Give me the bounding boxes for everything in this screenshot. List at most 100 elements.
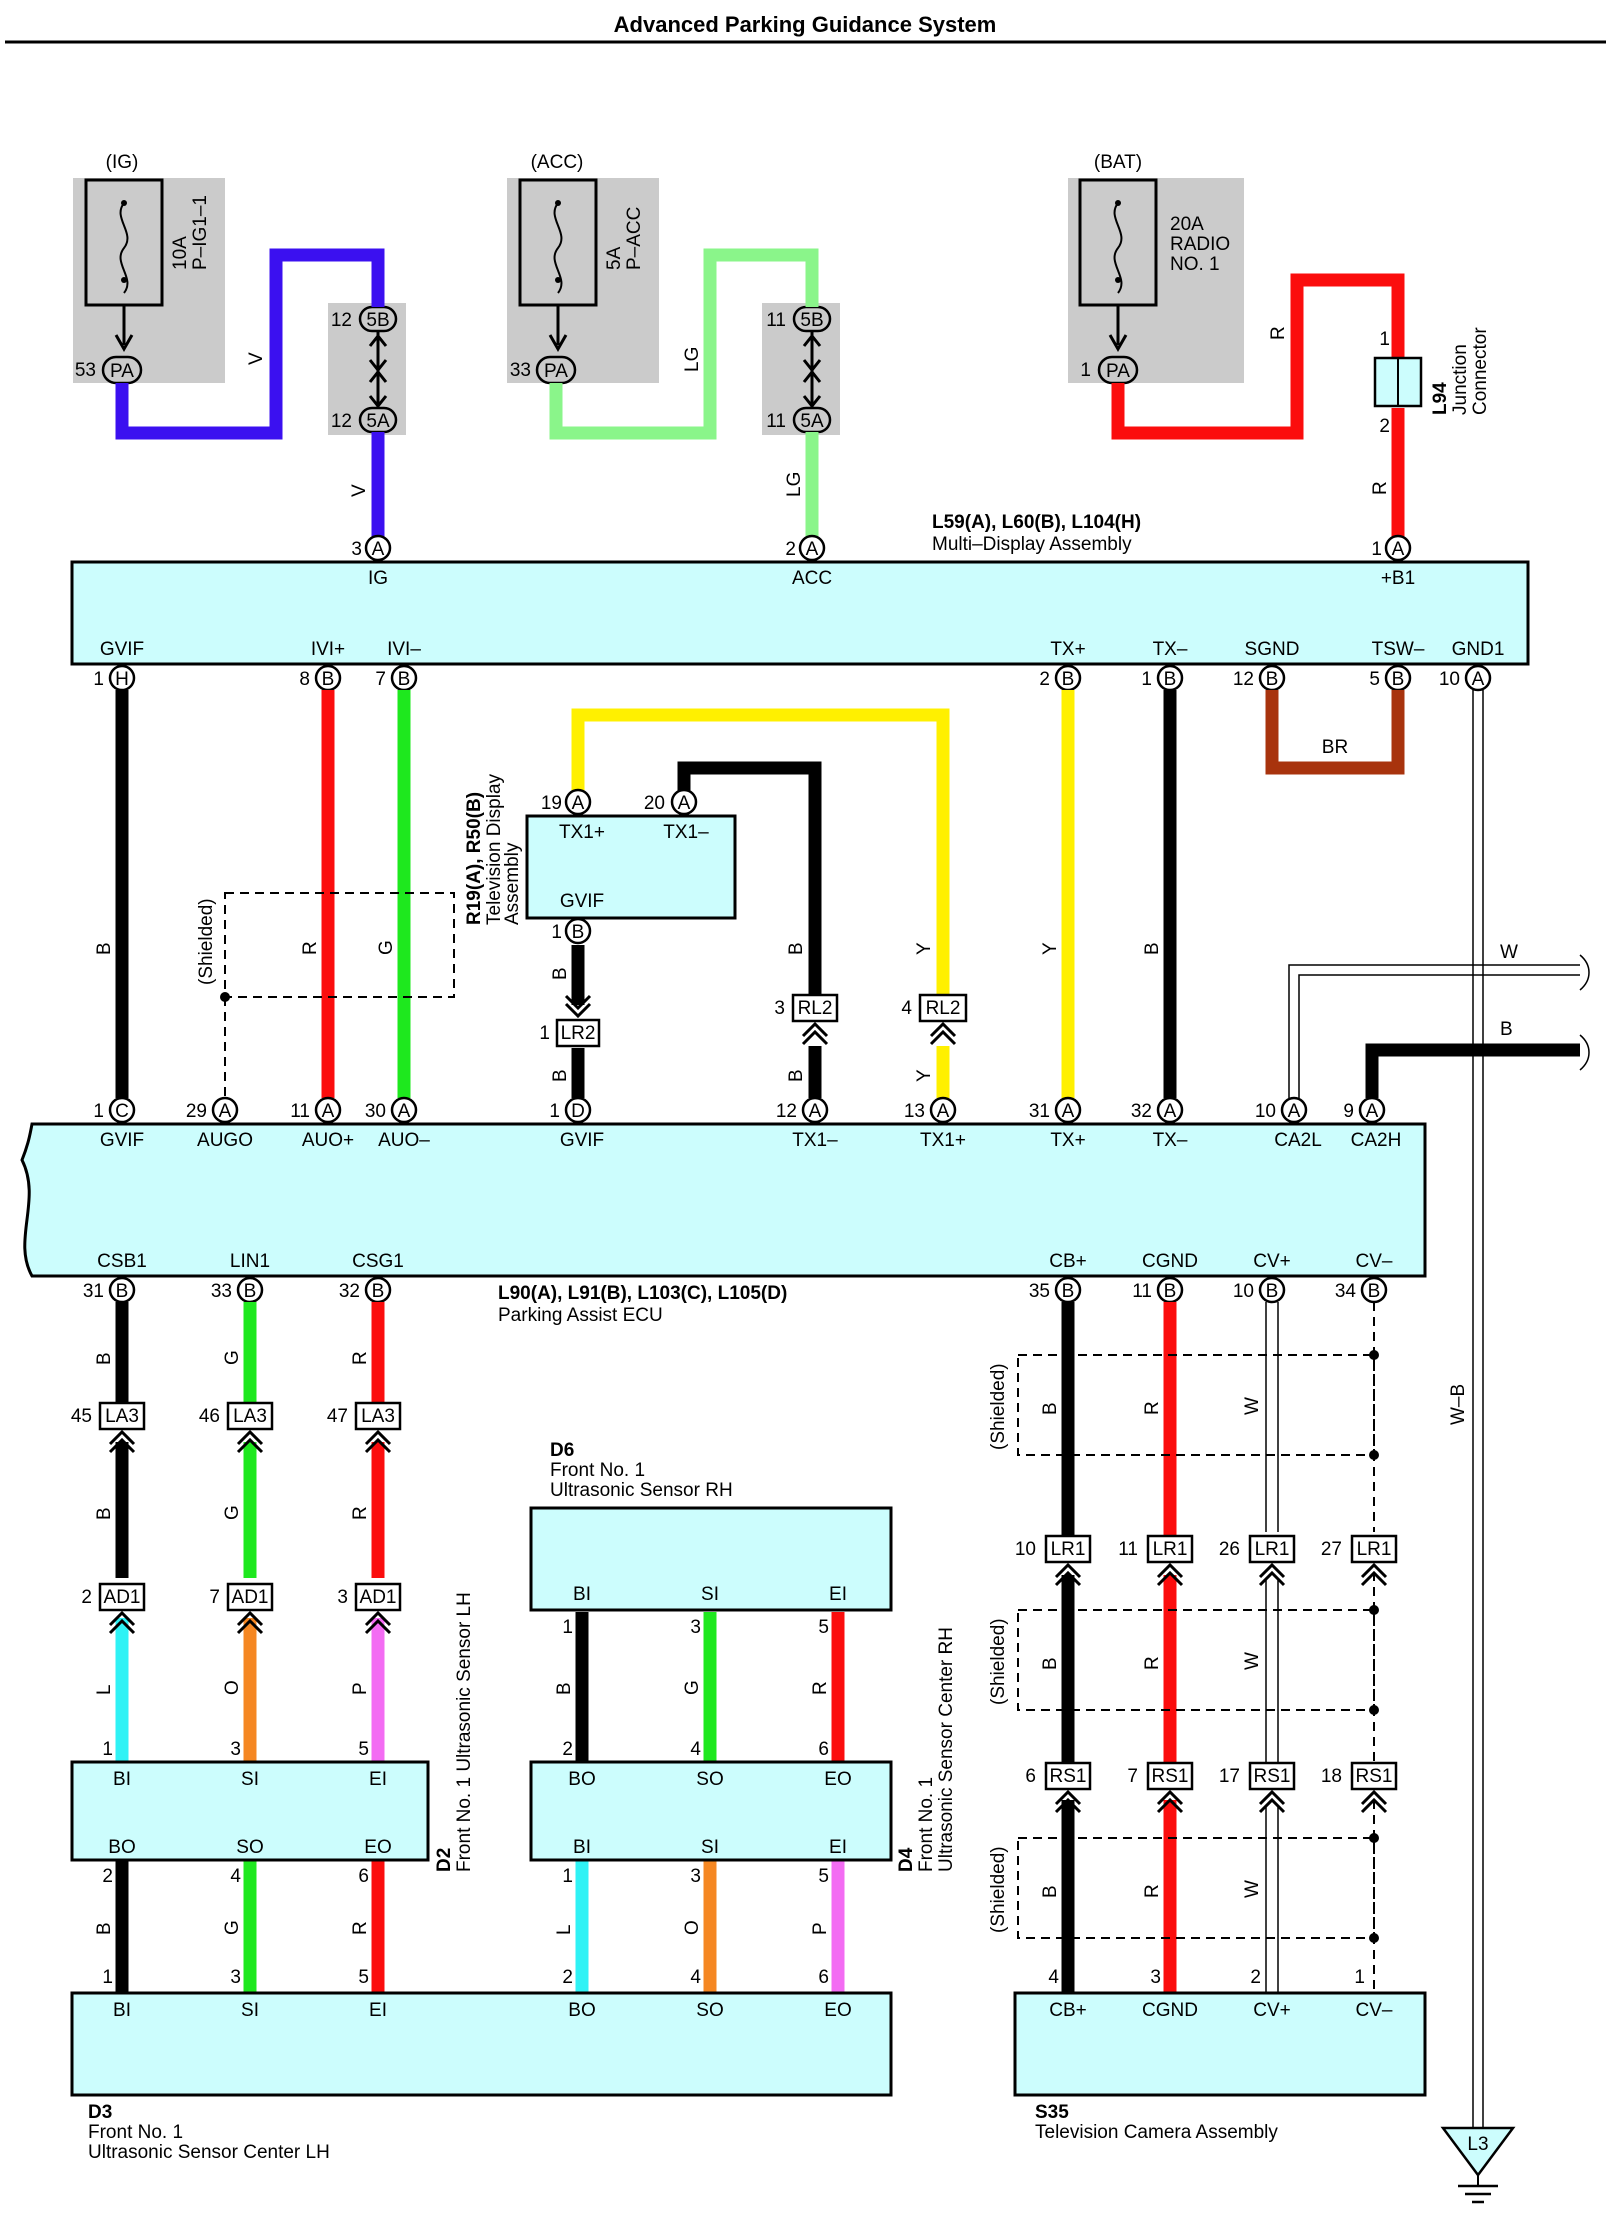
svg-text:V: V bbox=[349, 484, 370, 497]
svg-text:TSW–: TSW– bbox=[1372, 639, 1425, 660]
svg-text:1: 1 bbox=[102, 1967, 113, 1988]
ecu-name: Parking Assist ECU bbox=[498, 1305, 663, 1326]
svg-text:D4: D4 bbox=[896, 1847, 917, 1872]
svg-text:R19(A), R50(B): R19(A), R50(B) bbox=[464, 792, 485, 925]
svg-text:B: B bbox=[322, 669, 335, 690]
svg-text:G: G bbox=[222, 1505, 243, 1520]
svg-text:RS1: RS1 bbox=[1356, 1766, 1393, 1787]
svg-text:G: G bbox=[222, 1350, 243, 1365]
svg-text:CA2L: CA2L bbox=[1274, 1130, 1322, 1151]
svg-text:P–ACC: P–ACC bbox=[624, 207, 645, 270]
svg-text:31: 31 bbox=[83, 1281, 104, 1302]
tv-display-assembly: 19 A 20 A TX1+ TX1– GVIF 1 B R19(A), R50… bbox=[464, 773, 737, 945]
svg-text:LA3: LA3 bbox=[233, 1406, 267, 1427]
svg-text:TX1–: TX1– bbox=[663, 822, 709, 843]
svg-text:RS1: RS1 bbox=[1152, 1766, 1189, 1787]
svg-text:ACC: ACC bbox=[792, 568, 832, 589]
svg-text:PA: PA bbox=[110, 361, 134, 382]
svg-text:S35: S35 bbox=[1035, 2102, 1069, 2123]
svg-text:1: 1 bbox=[1080, 360, 1091, 381]
svg-text:B: B bbox=[1062, 1281, 1075, 1302]
shield-dots bbox=[1369, 1350, 1379, 1943]
svg-text:20A: 20A bbox=[1170, 214, 1204, 235]
svg-text:A: A bbox=[678, 793, 691, 814]
svg-text:CB+: CB+ bbox=[1049, 1251, 1087, 1272]
svg-text:IVI–: IVI– bbox=[387, 639, 421, 660]
ground-l3: L3 bbox=[1440, 2126, 1516, 2204]
svg-text:4: 4 bbox=[1048, 1967, 1059, 1988]
svg-text:Y: Y bbox=[1040, 942, 1061, 955]
svg-text:C: C bbox=[115, 1101, 129, 1122]
svg-text:AUO+: AUO+ bbox=[302, 1130, 354, 1151]
fuse-ig-bg bbox=[73, 178, 225, 383]
svg-text:B: B bbox=[1164, 1281, 1177, 1302]
svg-text:1: 1 bbox=[102, 1739, 113, 1760]
svg-text:7: 7 bbox=[375, 669, 386, 690]
svg-text:20: 20 bbox=[644, 793, 665, 814]
svg-text:Connector: Connector bbox=[1470, 327, 1491, 415]
svg-text:5A: 5A bbox=[366, 411, 390, 432]
svg-text:1: 1 bbox=[1141, 669, 1152, 690]
svg-text:B: B bbox=[1392, 669, 1405, 690]
page-title: Advanced Parking Guidance System bbox=[614, 12, 997, 37]
svg-text:B: B bbox=[786, 942, 807, 955]
svg-text:2: 2 bbox=[562, 1739, 573, 1760]
svg-text:SO: SO bbox=[696, 1769, 723, 1790]
svg-text:D2: D2 bbox=[434, 1848, 455, 1872]
junction-connector: 1 2 L94 Junction Connector bbox=[1373, 327, 1491, 437]
svg-text:A: A bbox=[1164, 1101, 1177, 1122]
svg-text:B: B bbox=[94, 1922, 115, 1935]
svg-text:4: 4 bbox=[690, 1739, 701, 1760]
svg-text:11: 11 bbox=[766, 411, 786, 432]
svg-text:BI: BI bbox=[113, 2000, 131, 2021]
svg-text:10: 10 bbox=[1255, 1101, 1276, 1122]
svg-text:A: A bbox=[809, 1101, 822, 1122]
shielded-box-top: (Shielded) bbox=[196, 892, 455, 1098]
svg-text:32: 32 bbox=[339, 1281, 360, 1302]
svg-text:R: R bbox=[1142, 1656, 1163, 1670]
svg-text:5A: 5A bbox=[800, 411, 824, 432]
svg-text:Front No. 1: Front No. 1 bbox=[88, 2122, 183, 2143]
svg-text:A: A bbox=[572, 793, 585, 814]
svg-text:2: 2 bbox=[102, 1866, 113, 1887]
svg-text:10: 10 bbox=[1015, 1539, 1036, 1560]
svg-text:45: 45 bbox=[71, 1406, 92, 1427]
svg-text:AD1: AD1 bbox=[104, 1587, 141, 1608]
svg-text:Television Display: Television Display bbox=[484, 773, 505, 925]
svg-text:BO: BO bbox=[568, 1769, 595, 1790]
svg-text:RADIO: RADIO bbox=[1170, 234, 1230, 255]
svg-text:Junction: Junction bbox=[1450, 344, 1471, 415]
sensor-d2: BI SI EI BO SO EO D2 Front No. 1 Ultraso… bbox=[70, 1592, 475, 1872]
svg-text:W: W bbox=[1242, 1880, 1263, 1898]
svg-text:27: 27 bbox=[1321, 1539, 1342, 1560]
svg-text:CA2H: CA2H bbox=[1351, 1130, 1402, 1151]
svg-text:AUO–: AUO– bbox=[378, 1130, 430, 1151]
svg-text:A: A bbox=[1472, 669, 1485, 690]
multi-display-name: Multi–Display Assembly bbox=[932, 534, 1132, 555]
svg-text:Y: Y bbox=[914, 942, 935, 955]
svg-text:(Shielded): (Shielded) bbox=[988, 1363, 1009, 1450]
svg-text:1: 1 bbox=[539, 1023, 550, 1044]
svg-text:33: 33 bbox=[211, 1281, 232, 1302]
svg-text:LR1: LR1 bbox=[1051, 1539, 1086, 1560]
svg-text:10: 10 bbox=[1233, 1281, 1254, 1302]
d6-d4-labels: 1 3 5 B G R 2 4 6 1 3 5 L O P 2 4 6 bbox=[554, 1617, 831, 1988]
svg-text:GVIF: GVIF bbox=[100, 639, 144, 660]
svg-text:2: 2 bbox=[1250, 1967, 1261, 1988]
svg-text:O: O bbox=[222, 1680, 243, 1695]
svg-text:A: A bbox=[937, 1101, 950, 1122]
svg-text:LG: LG bbox=[784, 472, 805, 497]
multi-display-assembly: IG ACC +B1 GVIF IVI+ IVI– TX+ TX– SGND T… bbox=[70, 560, 1530, 666]
svg-text:Front No. 1: Front No. 1 bbox=[550, 1460, 645, 1481]
svg-text:1: 1 bbox=[1379, 329, 1390, 350]
svg-text:3: 3 bbox=[351, 539, 362, 560]
svg-text:CGND: CGND bbox=[1142, 1251, 1198, 1272]
svg-text:12: 12 bbox=[1233, 669, 1254, 690]
svg-text:Front No. 1 Ultrasonic Sensor: Front No. 1 Ultrasonic Sensor LH bbox=[454, 1592, 475, 1872]
svg-text:2: 2 bbox=[1379, 416, 1390, 437]
svg-text:2: 2 bbox=[562, 1967, 573, 1988]
ecu-codes: L90(A), L91(B), L103(C), L105(D) bbox=[498, 1283, 787, 1304]
svg-text:1: 1 bbox=[549, 1101, 560, 1122]
multi-display-bottom-pins: 1 H 8 B 7 B 2 B 1 B 12 B 5 B 10 A bbox=[93, 664, 1492, 692]
